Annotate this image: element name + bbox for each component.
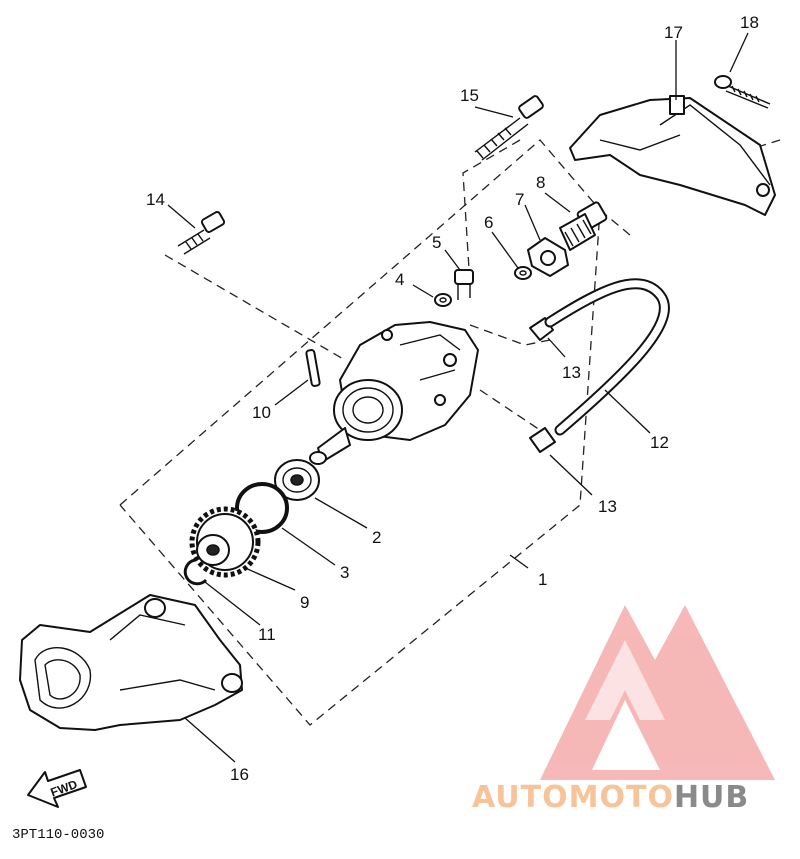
bolt-part-15 (474, 95, 544, 161)
pin-part-10 (305, 349, 321, 387)
plug-part-8 (559, 201, 608, 251)
leader-lines (167, 32, 749, 763)
nut-part-7 (527, 237, 569, 277)
callout-2: 2 (372, 528, 381, 547)
callout-17: 17 (664, 23, 683, 42)
oil-pump-part-1 (309, 321, 479, 465)
screw-part-18 (714, 75, 771, 109)
callout-6: 6 (484, 213, 493, 232)
circlip-part-11 (183, 558, 208, 586)
callout-10: 10 (252, 403, 271, 422)
gear-part-9 (189, 506, 261, 578)
callout-13-lower: 13 (598, 497, 617, 516)
svg-text:AUTOMOTOHUB: AUTOMOTOHUB (472, 780, 749, 815)
watermark-text-auto: AUTOMOTO (472, 780, 674, 815)
bolt-part-5 (454, 269, 474, 300)
callout-13-upper: 13 (562, 363, 581, 382)
assembly-outline (119, 139, 781, 726)
clamp-part-13-lower (529, 427, 556, 453)
callout-14: 14 (146, 190, 165, 209)
hose-part-12 (544, 278, 670, 436)
fwd-arrow-icon: FWD (27, 769, 87, 808)
o-ring-part-3 (235, 482, 289, 534)
callout-11: 11 (258, 625, 276, 644)
callout-1: 1 (538, 570, 547, 589)
washer-part-6 (514, 266, 532, 280)
watermark-text-hub: HUB (674, 780, 749, 815)
callout-8: 8 (536, 173, 545, 192)
callout-7: 7 (515, 190, 524, 209)
callout-labels: 1 2 3 4 5 6 7 8 9 10 11 12 13 13 14 15 1… (146, 13, 759, 784)
bolt-part-14 (177, 211, 226, 255)
washer-part-4 (434, 293, 452, 307)
callout-15: 15 (460, 86, 479, 105)
watermark-text: AUTOMOTOHUB (472, 780, 749, 815)
watermark-logo (540, 605, 775, 780)
callout-3: 3 (340, 563, 349, 582)
callout-18: 18 (740, 13, 759, 32)
cover-part-17 (569, 95, 776, 216)
callout-4: 4 (395, 270, 404, 289)
callout-5: 5 (432, 233, 441, 252)
callout-9: 9 (300, 593, 309, 612)
bearing-part-2 (274, 459, 320, 501)
crankcase-part-16 (19, 594, 243, 731)
callout-16: 16 (230, 765, 249, 784)
drawing-code: 3PT110-0030 (12, 827, 104, 843)
callout-12: 12 (650, 433, 669, 452)
